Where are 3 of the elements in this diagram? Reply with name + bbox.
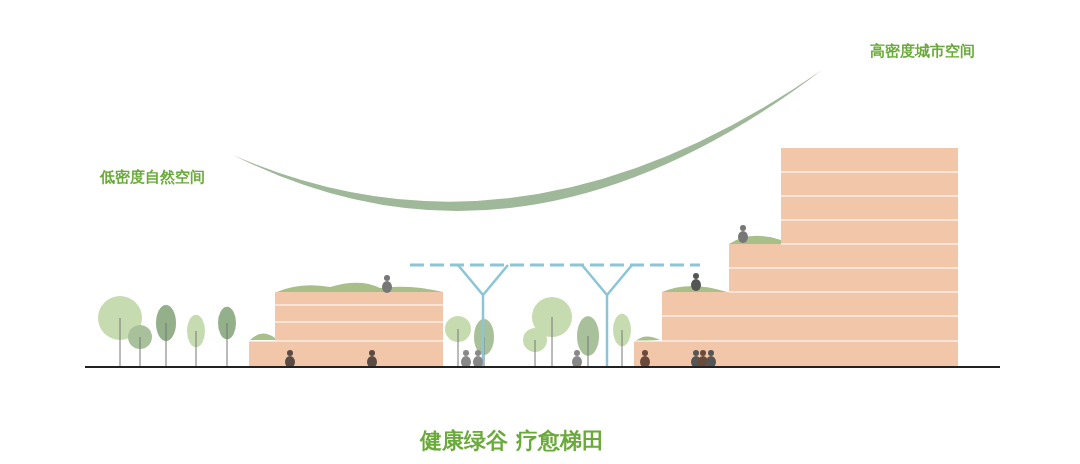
zone-label: 高密度城市空间: [870, 42, 975, 61]
zone-label: 低密度自然空间: [100, 168, 205, 187]
caption: 健康绿谷 疗愈梯田: [420, 427, 604, 455]
